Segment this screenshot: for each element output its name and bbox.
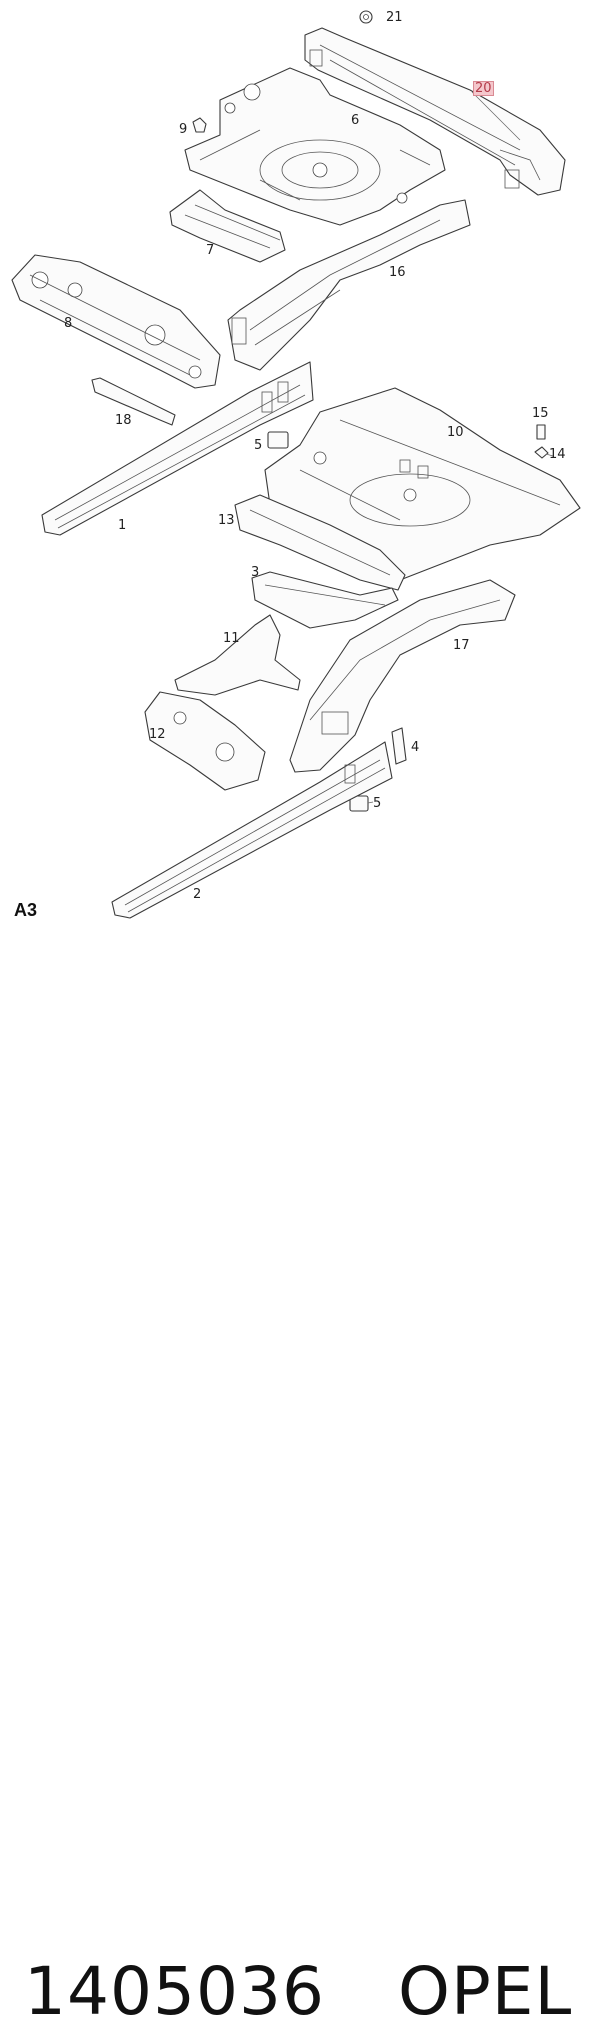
callout-12: 12	[149, 727, 166, 742]
part-7-heel-bracket	[169, 189, 286, 263]
part-21-nut	[359, 10, 373, 24]
part-3-crossmember	[251, 571, 399, 629]
part-15-bolt	[536, 424, 546, 440]
callout-4: 4	[411, 740, 420, 755]
callout-21: 21	[386, 10, 403, 25]
brand-name: OPEL	[398, 1953, 573, 2030]
section-code: A3	[14, 900, 38, 920]
part-2-sill-right	[111, 741, 393, 919]
part-5-bracket-lower	[349, 795, 369, 812]
part-4-plate	[391, 727, 407, 765]
part-number: 1405036	[24, 1953, 325, 2030]
part-16-rear-side-rail	[227, 199, 471, 371]
callout-1: 1	[118, 518, 127, 533]
part-9-clip	[192, 117, 207, 133]
part-13-floor-crossmember	[234, 494, 406, 591]
callout-6: 6	[351, 113, 360, 128]
part-14-nut	[534, 446, 549, 459]
callout-7: 7	[206, 243, 215, 258]
exploded-parts-diagram: 21 20 9 6 7 16 8 18 5 15 10 14 1 13 3 11…	[0, 0, 600, 940]
part-8-seat-crossmember	[11, 254, 221, 389]
part-18-brace	[91, 377, 176, 426]
callout-17: 17	[453, 638, 470, 653]
part-6-rear-floor-panel	[184, 67, 446, 226]
callout-20-highlighted[interactable]: 20	[473, 81, 494, 96]
callout-15: 15	[532, 406, 549, 421]
callout-18: 18	[115, 413, 132, 428]
part-5-bracket-upper	[267, 431, 289, 449]
part-1-sill-left	[41, 361, 314, 536]
callout-2: 2	[193, 887, 202, 902]
callout-14: 14	[549, 447, 566, 462]
callout-8: 8	[64, 316, 73, 331]
part-20-rear-crossmember	[304, 27, 566, 196]
callout-3: 3	[251, 565, 260, 580]
callout-5-lower: 5	[373, 796, 382, 811]
part-17-front-rail	[289, 579, 516, 773]
callout-5-upper: 5	[254, 438, 263, 453]
callout-10: 10	[447, 425, 464, 440]
footer: 1405036 OPEL	[0, 975, 600, 2030]
callout-16: 16	[389, 265, 406, 280]
part-12-reinforcement	[144, 691, 266, 791]
callout-11: 11	[223, 631, 240, 646]
part-11-support	[174, 614, 301, 696]
diagram-drawing	[11, 10, 581, 919]
callout-9: 9	[179, 122, 188, 137]
callout-13: 13	[218, 513, 235, 528]
